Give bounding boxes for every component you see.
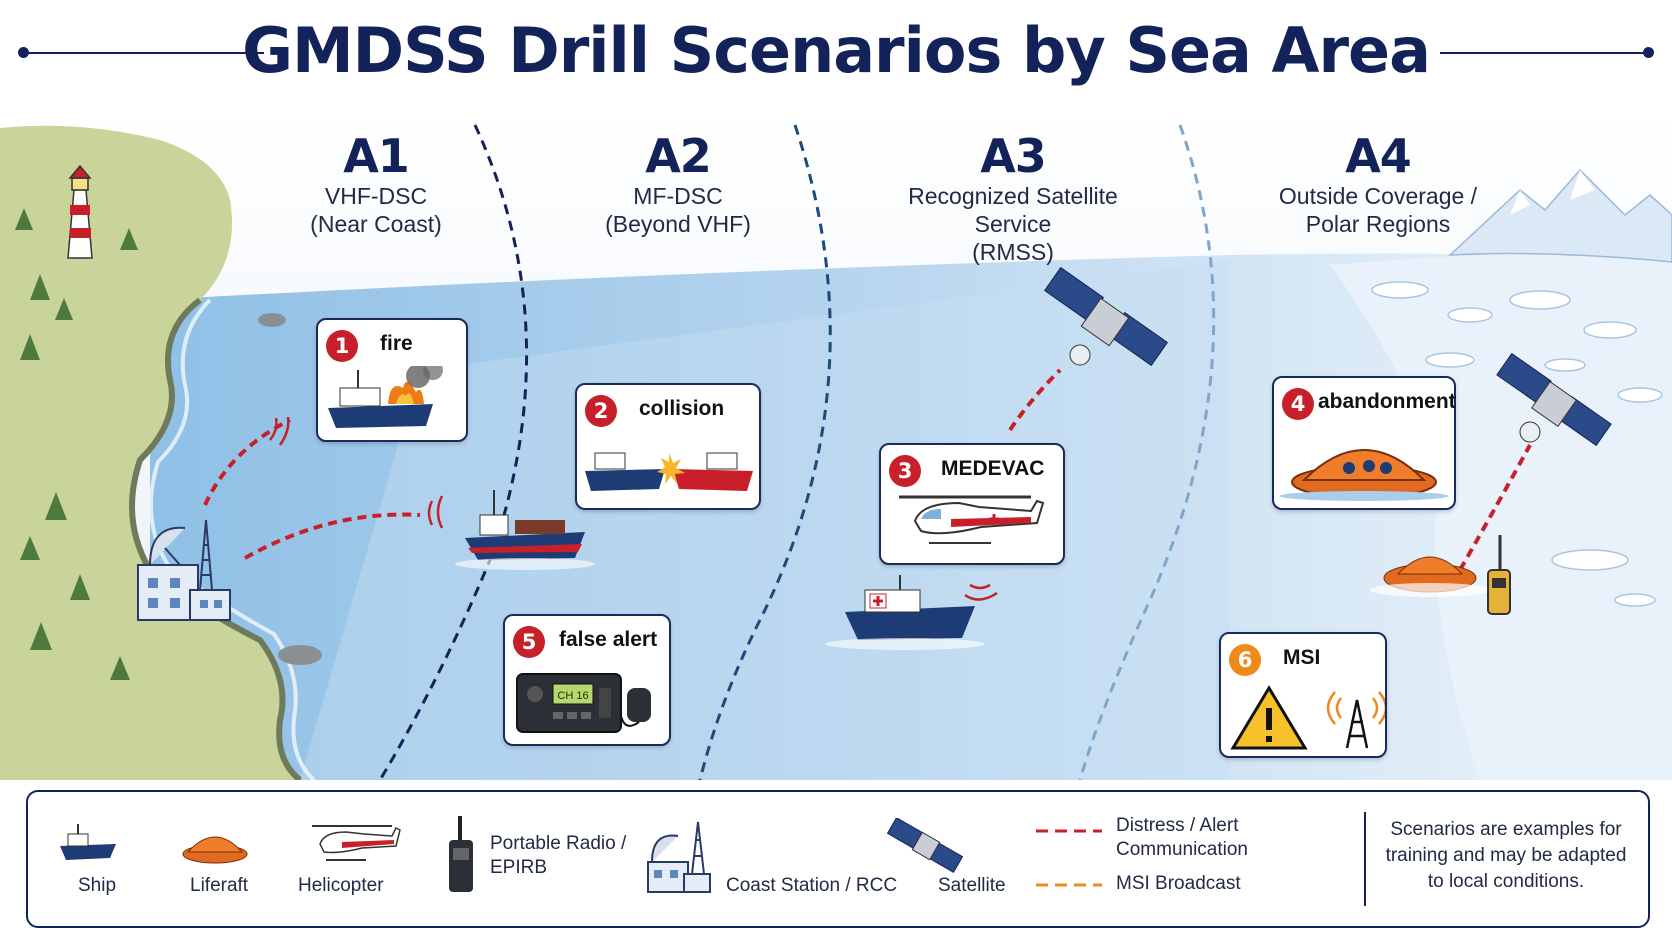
- zone-code: A4: [1345, 129, 1412, 183]
- legend-note-line2: training and may be adapted: [1385, 845, 1627, 866]
- title-left-rule: [24, 52, 264, 54]
- title-left-dot: [18, 47, 29, 58]
- legend-radio-label-line2: EPIRB: [490, 857, 548, 878]
- liferaft-icon: [182, 836, 248, 864]
- zone-desc-line1: Recognized Satellite: [908, 183, 1118, 209]
- zone-a3: A3 Recognized Satellite Service (RMSS): [893, 130, 1133, 266]
- legend-satellite-label: Satellite: [938, 875, 1006, 896]
- zone-a2: A2 MF-DSC (Beyond VHF): [578, 130, 778, 238]
- scenario-number: 4: [1282, 388, 1314, 420]
- legend-liferaft-label: Liferaft: [190, 875, 249, 896]
- zone-desc-line1: VHF-DSC: [324, 183, 428, 209]
- legend-note-line3: to local conditions.: [1427, 871, 1585, 892]
- ship-collision-icon: [585, 452, 753, 491]
- title-right-rule: [1440, 52, 1648, 54]
- scenario-card-collision[interactable]: 2 collision: [575, 383, 761, 510]
- boundary-a2-a3: [698, 124, 832, 780]
- epirb-icon: [1487, 535, 1511, 615]
- ship-icon: [455, 490, 595, 570]
- scenario-card-fire[interactable]: 1 fire: [316, 318, 468, 442]
- satellite-icon: [886, 818, 964, 873]
- boundary-a3-a4: [1078, 124, 1216, 780]
- satellite-icon: [1496, 352, 1612, 447]
- zone-desc-line2: Polar Regions: [1305, 211, 1451, 237]
- msi-line-swatch: [1036, 883, 1102, 887]
- coast-station-icon: [647, 821, 711, 893]
- distress-line-swatch: [1036, 829, 1102, 833]
- zone-a1: A1 VHF-DSC (Near Coast): [276, 130, 476, 238]
- msi-warning-icon: [1230, 685, 1385, 750]
- polar-mountains: [1447, 168, 1672, 263]
- legend-coast-station-label: Coast Station / RCC: [726, 875, 898, 896]
- zone-desc-line1: MF-DSC: [633, 183, 723, 209]
- scenario-number: 5: [513, 626, 545, 658]
- ship-icon: [60, 824, 116, 860]
- zone-desc-line2: (Beyond VHF): [605, 211, 751, 237]
- page-title: GMDSS Drill Scenarios by Sea Area: [242, 14, 1431, 87]
- portable-radio-icon: [449, 816, 473, 892]
- scenario-label: MEDEVAC: [941, 457, 1045, 480]
- scenario-label: false alert: [559, 628, 658, 651]
- ship-fire-icon: [328, 366, 443, 428]
- zone-code: A3: [980, 129, 1047, 183]
- zone-code: A2: [645, 129, 712, 183]
- scenario-card-medevac[interactable]: 3 MEDEVAC: [879, 443, 1065, 565]
- helicopter-icon: [899, 495, 1045, 544]
- coastline-land: [0, 125, 300, 780]
- zone-desc-line3: (RMSS): [972, 239, 1054, 265]
- scenario-label: abandonment: [1318, 390, 1456, 413]
- legend-helicopter-label: Helicopter: [298, 875, 384, 896]
- helicopter-icon: [312, 825, 401, 861]
- zone-desc-line2: (Near Coast): [310, 211, 442, 237]
- scenario-number: 6: [1229, 644, 1261, 676]
- scenario-label: MSI: [1283, 646, 1321, 669]
- title-right-dot: [1643, 47, 1654, 58]
- coast-station-icon: [137, 519, 231, 621]
- legend-msi-label: MSI Broadcast: [1116, 873, 1241, 894]
- legend-distress-label-line1: Distress / Alert: [1116, 815, 1239, 836]
- scenario-number: 2: [585, 395, 617, 427]
- scenario-number: 1: [326, 330, 358, 362]
- scenario-card-msi[interactable]: 6 MSI: [1219, 632, 1387, 758]
- title-bar: GMDSS Drill Scenarios by Sea Area: [0, 0, 1672, 112]
- boundary-a1-a2: [378, 124, 529, 780]
- liferaft-icon: [1279, 449, 1449, 501]
- scenario-label: collision: [639, 397, 725, 420]
- liferaft-icon: [1370, 556, 1490, 597]
- legend-note-line1: Scenarios are examples for: [1390, 819, 1622, 840]
- legend-panel: Ship Liferaft Helicopter Portable Radio …: [26, 790, 1650, 928]
- legend-distress-label-line2: Communication: [1116, 839, 1248, 860]
- legend-divider: [1364, 812, 1366, 906]
- zone-code: A1: [343, 129, 410, 183]
- scenario-card-abandonment[interactable]: 4 abandonment: [1272, 376, 1456, 510]
- scenario-label: fire: [380, 332, 413, 355]
- zone-desc-line1: Outside Coverage /: [1278, 183, 1478, 209]
- scenario-card-false-alert[interactable]: 5 false alert CH 16: [503, 614, 671, 746]
- satellite-icon: [1043, 266, 1169, 367]
- ship-icon: [825, 575, 985, 650]
- vhf-radio-icon: CH 16: [516, 673, 651, 733]
- lighthouse-icon: [67, 164, 93, 259]
- radio-display-text: CH 16: [557, 690, 588, 702]
- zone-a4: A4 Outside Coverage / Polar Regions: [1258, 130, 1498, 238]
- legend-radio-label-line1: Portable Radio /: [490, 833, 627, 854]
- scenario-number: 3: [889, 455, 921, 487]
- zone-desc-line2: Service: [974, 211, 1052, 237]
- legend-ship-label: Ship: [78, 875, 117, 896]
